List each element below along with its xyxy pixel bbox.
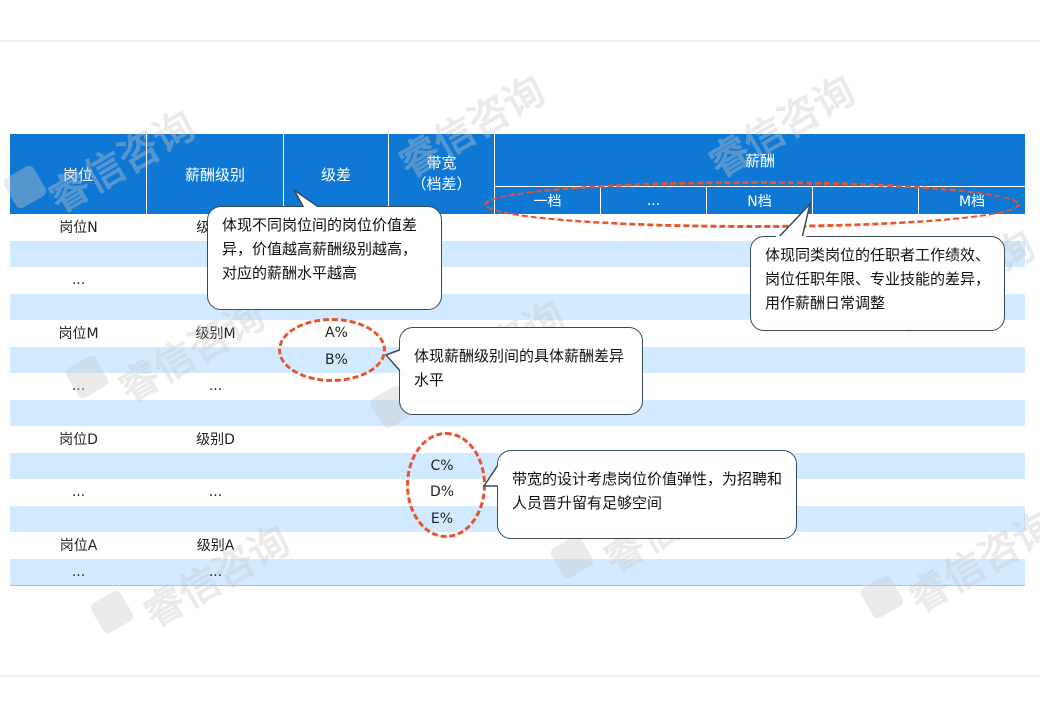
callout-pay-bands: 体现同类岗位的任职者工作绩效、岗位任职年限、专业技能的差异，用作薪酬日常调整 (750, 236, 1005, 331)
cell-grade (147, 400, 284, 426)
cell-position: 岗位N (59, 220, 98, 236)
top-divider (0, 40, 1040, 42)
cell-position: 岗位A (59, 538, 98, 554)
cell-grade (147, 506, 284, 532)
callout-bandwidth: 带宽的设计考虑岗位价值弹性，为招聘和人员晋升留有足够空间 (497, 450, 797, 539)
pay-bands-oval (484, 181, 1020, 228)
table-row: 岗位A 级别A (10, 532, 1025, 558)
callout-pay-bands-tail (776, 202, 812, 240)
bandwidth-oval (406, 432, 486, 538)
header-pay: 薪酬 (495, 134, 1025, 187)
cell-position: ... (71, 563, 86, 580)
cell-position (10, 506, 147, 532)
cell-position: ... (71, 272, 86, 288)
callout-bandwidth-tail (482, 459, 502, 487)
header-grade-diff: 级差 (284, 134, 389, 214)
cell-position: 岗位M (58, 326, 99, 342)
grade-diff-oval (278, 318, 386, 382)
watermark-logo-icon (88, 588, 136, 636)
cell-position (10, 453, 147, 479)
callout-grade-gap-tail (293, 189, 323, 211)
table-bottom-border (10, 585, 1025, 586)
cell-position: 岗位D (59, 432, 98, 448)
bottom-divider (0, 675, 1040, 677)
table-row: 岗位D 级别D (10, 426, 1025, 452)
table-row: ...... (10, 373, 1025, 399)
cell-grade: ... (208, 563, 223, 580)
cell-band (389, 559, 495, 585)
cell-grade: ... (208, 484, 223, 500)
header-grade: 薪酬级别 (147, 134, 284, 214)
header-bandwidth-line1: 带宽 (426, 154, 457, 172)
cell-diff (284, 559, 389, 585)
table-row: ...... (10, 558, 1025, 585)
header-position: 岗位 (10, 134, 147, 214)
cell-position: ... (71, 484, 86, 500)
cell-position (10, 400, 147, 426)
cell-diff (284, 426, 389, 452)
cell-diff (284, 532, 389, 558)
cell-diff (284, 506, 389, 532)
cell-position (10, 294, 147, 320)
cell-position: ... (71, 378, 86, 394)
cell-diff (284, 453, 389, 479)
header-bandwidth: 带宽 （档差） (389, 134, 495, 214)
table-row: ... (10, 267, 1025, 293)
cell-position (10, 241, 147, 267)
cell-grade (147, 347, 284, 373)
cell-grade: 级别M (195, 326, 236, 342)
callout-grade-gap: 体现不同岗位间的岗位价值差异，价值越高薪酬级别越高，对应的薪酬水平越高 (207, 206, 442, 310)
cell-grade: ... (208, 378, 223, 394)
callout-grade-diff-tail (384, 347, 404, 375)
cell-grade (147, 453, 284, 479)
header-bandwidth-line2: （档差） (411, 175, 472, 193)
callout-grade-diff: 体现薪酬级别间的具体薪酬差异水平 (399, 327, 643, 415)
cell-grade: 级别D (196, 432, 235, 448)
cell-grade: 级别A (196, 538, 235, 554)
cell-diff (284, 479, 389, 505)
